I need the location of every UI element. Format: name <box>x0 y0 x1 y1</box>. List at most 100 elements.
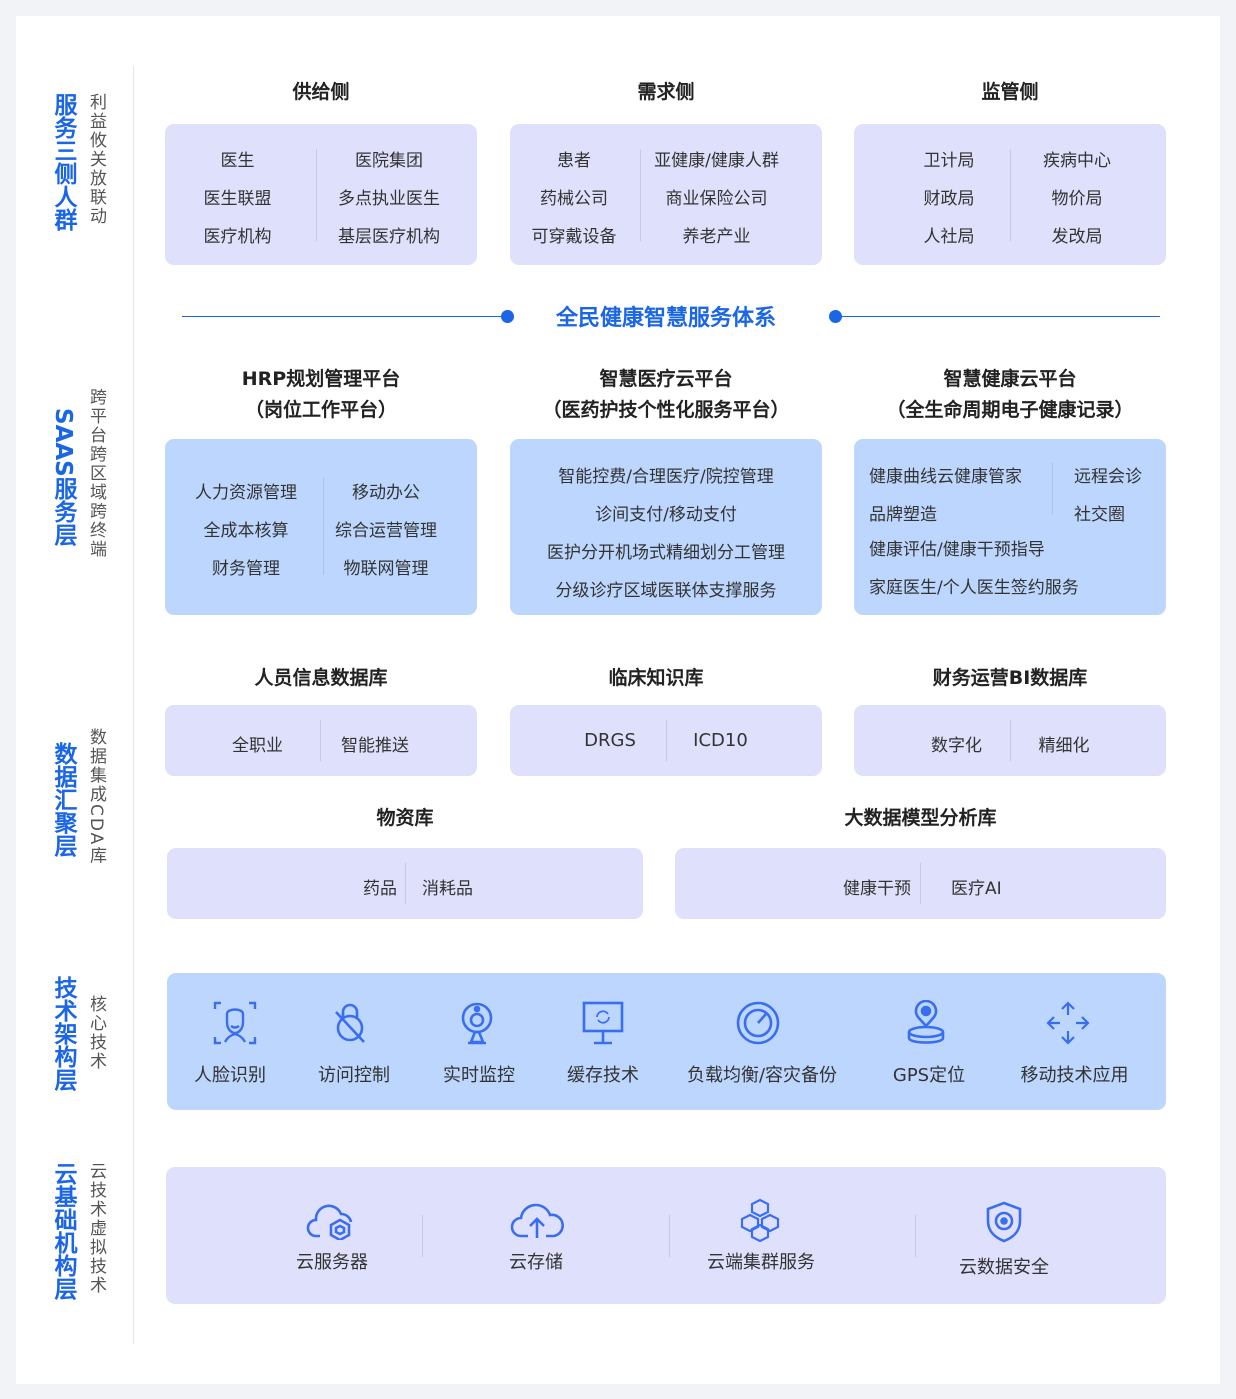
cache-screen-icon <box>582 1001 624 1045</box>
item: 消耗品 <box>422 879 473 899</box>
divider-line-right <box>836 316 1160 317</box>
cloud-label: 云存储 <box>509 1252 563 1273</box>
layer-sublabel-saas: 跨平台跨区域跨终端 <box>86 388 106 559</box>
item: 健康曲线云健康管家 <box>869 467 1022 487</box>
item: 医护分开机场式精细划分工管理 <box>547 543 785 563</box>
side-title-regulation: 监管侧 <box>981 81 1039 103</box>
item: 家庭医生/个人医生签约服务 <box>869 578 1079 598</box>
side-title-supply: 供给侧 <box>292 81 350 103</box>
item: 物联网管理 <box>343 559 429 579</box>
tech-label: 移动技术应用 <box>1020 1065 1129 1086</box>
platform-title-line1: 智慧医疗云平台 <box>599 368 733 390</box>
item: 数字化 <box>931 736 982 756</box>
dot-right <box>829 310 842 323</box>
tech-label: 人脸识别 <box>194 1065 266 1086</box>
layer-sublabel-tech: 核心技术 <box>86 995 106 1071</box>
platform-title-line2: （医药护技个性化服务平台） <box>542 399 790 421</box>
item: 综合运营管理 <box>335 521 437 541</box>
db-title: 大数据模型分析库 <box>844 807 997 829</box>
item: 社交圈 <box>1074 505 1125 525</box>
cloud-label: 云数据安全 <box>959 1257 1049 1278</box>
platform-title-line1: HRP规划管理平台 <box>241 368 401 390</box>
item: 远程会诊 <box>1074 467 1142 487</box>
item: 分级诊疗区域医联体支撑服务 <box>555 581 777 601</box>
cloud-cluster-icon <box>740 1198 780 1243</box>
item: 精细化 <box>1038 736 1090 756</box>
item: 医生联盟 <box>203 189 272 209</box>
item: 全成本核算 <box>203 521 289 541</box>
tech-label: 负载均衡/容灾备份 <box>686 1065 838 1086</box>
item: 健康干预 <box>843 879 911 899</box>
cloud-box: 云服务器 云存储 云端集群服务 云数据安全 <box>166 1167 1166 1304</box>
cloud-storage-icon <box>510 1203 564 1238</box>
tech-box: 人脸识别 访问控制 实时监控 缓存技术 负载均衡/容灾备份 GPS定位 移动技术… <box>167 973 1166 1110</box>
platform-title: HRP规划管理平台 （岗位工作平台） <box>165 364 477 426</box>
layer-sublabel-cloud: 云技术虚拟技术 <box>86 1162 106 1295</box>
platform-title-line2: （全生命周期电子健康记录） <box>886 399 1134 421</box>
item: 卫计局 <box>923 151 975 171</box>
platform-title: 智慧健康云平台 （全生命周期电子健康记录） <box>854 364 1166 426</box>
item: 药品 <box>363 879 397 899</box>
vertical-divider <box>133 66 134 1344</box>
layer-label-tech: 技术架构层 <box>50 976 76 1091</box>
demand-box: 患者 药械公司 可穿戴设备 亚健康/健康人群 商业保险公司 养老产业 <box>510 124 822 265</box>
item: 智能控费/合理医疗/院控管理 <box>558 467 774 487</box>
platform-title: 智慧医疗云平台 （医药护技个性化服务平台） <box>510 364 822 426</box>
divider-line-left <box>182 316 507 317</box>
item: 健康评估/健康干预指导 <box>869 540 1045 560</box>
db-box: 药品 消耗品 <box>167 848 643 919</box>
cloud-server-icon <box>306 1204 353 1240</box>
item: 患者 <box>557 151 591 171</box>
smart-medical-box: 智能控费/合理医疗/院控管理 诊间支付/移动支付 医护分开机场式精细划分工管理 … <box>510 439 822 615</box>
side-title-demand: 需求侧 <box>637 81 695 103</box>
layer-sublabel-data: 数据集成CDA库 <box>86 728 106 866</box>
system-title: 全民健康智慧服务体系 <box>555 306 776 331</box>
platform-title-line1: 智慧健康云平台 <box>943 368 1077 390</box>
item: 品牌塑造 <box>869 505 937 525</box>
item: 疾病中心 <box>1043 151 1111 171</box>
item: 多点执业医生 <box>338 189 440 209</box>
item: 医生 <box>220 151 255 171</box>
gps-location-icon <box>907 1000 945 1044</box>
access-control-icon <box>335 1003 365 1043</box>
item: 药械公司 <box>540 189 608 209</box>
item: 基层医疗机构 <box>338 227 440 247</box>
item: 养老产业 <box>682 227 751 247</box>
regulation-box: 卫计局 财政局 人社局 疾病中心 物价局 发改局 <box>854 124 1166 265</box>
dot-left <box>501 310 514 323</box>
db-box: 全职业 智能推送 <box>165 705 477 776</box>
item: 可穿戴设备 <box>531 227 617 247</box>
item: 医疗机构 <box>203 227 272 247</box>
db-title: 临床知识库 <box>608 667 704 689</box>
item: 人力资源管理 <box>195 483 297 503</box>
item: 财务管理 <box>212 559 280 579</box>
item: 人社局 <box>923 227 975 247</box>
supply-box: 医生 医生联盟 医疗机构 医院集团 多点执业医生 基层医疗机构 <box>165 124 477 265</box>
item: 亚健康/健康人群 <box>654 151 779 171</box>
face-recognition-icon <box>213 1001 257 1045</box>
item: ICD10 <box>693 730 748 751</box>
platform-title-line2: （岗位工作平台） <box>244 399 397 421</box>
item: 商业保险公司 <box>665 189 768 209</box>
layer-label-service: 服务三侧人群 <box>50 93 76 231</box>
db-title: 物资库 <box>376 807 434 829</box>
monitor-camera-icon <box>461 1002 493 1045</box>
layer-label-saas: SAAS服务层 <box>50 408 76 546</box>
item: 发改局 <box>1051 227 1103 247</box>
smart-health-box: 健康曲线云健康管家 远程会诊 品牌塑造 社交圈 健康评估/健康干预指导 家庭医生… <box>854 439 1166 615</box>
item: 医院集团 <box>355 151 423 171</box>
db-title: 人员信息数据库 <box>254 667 388 689</box>
item: 全职业 <box>232 736 283 756</box>
layer-sublabel-service: 利益攸关放联动 <box>86 93 106 226</box>
item: 诊间支付/移动支付 <box>595 505 737 525</box>
db-box: DRGS ICD10 <box>510 705 822 776</box>
db-box: 健康干预 医疗AI <box>675 848 1166 919</box>
item: DRGS <box>584 730 636 751</box>
item: 财政局 <box>923 189 975 209</box>
data-security-shield-icon <box>986 1201 1022 1243</box>
tech-label: 缓存技术 <box>567 1065 639 1086</box>
load-balance-gauge-icon <box>736 1001 780 1045</box>
cloud-label: 云端集群服务 <box>707 1252 815 1273</box>
item: 移动办公 <box>352 483 420 503</box>
mobile-move-icon <box>1046 1001 1090 1045</box>
